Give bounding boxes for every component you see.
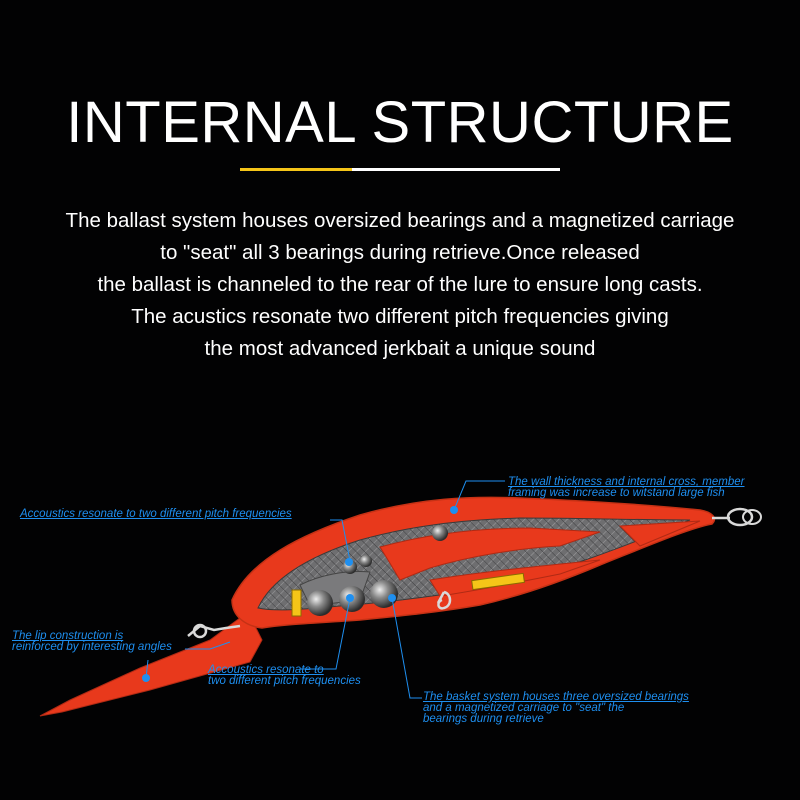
line-tie xyxy=(187,624,241,637)
description-line: The ballast system houses oversized bear… xyxy=(65,209,735,232)
title-underline xyxy=(352,168,560,171)
description: The ballast system houses oversized bear… xyxy=(0,205,800,365)
callout-dot xyxy=(388,594,396,602)
callout-leader xyxy=(391,597,422,699)
weight-slug xyxy=(471,572,526,591)
bearing xyxy=(307,590,333,616)
tail-split-ring xyxy=(742,509,762,525)
hook-hanger xyxy=(436,590,452,610)
lure-cross-section xyxy=(39,480,762,717)
callout-line: The lip construction is xyxy=(12,630,124,642)
description-line: The acustics resonate two different pitc… xyxy=(131,305,669,328)
page-title: INTERNAL STRUCTURE xyxy=(66,90,734,155)
callout-line: Accoustics resonate to two different pit… xyxy=(20,508,292,520)
line-tie xyxy=(192,623,208,639)
callout-leader xyxy=(453,480,505,511)
callout-line: and a magnetized carriage to "seat" the xyxy=(423,702,625,714)
description-line: the ballast is channeled to the rear of … xyxy=(97,273,703,296)
callout-leader xyxy=(330,519,351,562)
cross-member xyxy=(618,520,701,547)
callout-leader xyxy=(300,597,351,670)
callout-acoustics-mid: Accoustics resonate to two different pit… xyxy=(208,664,361,687)
callout-dot xyxy=(450,506,458,514)
callout-dot xyxy=(345,558,353,566)
cross-member xyxy=(379,527,601,581)
title-underline-accent xyxy=(240,168,352,171)
magnet-carriage xyxy=(291,589,302,617)
callout-basket-system: The basket system houses three oversized… xyxy=(423,691,689,725)
callout-line: framing was increase to witstand large f… xyxy=(508,487,725,499)
rattle-ball xyxy=(432,525,448,541)
callout-line: bearings during retrieve xyxy=(423,713,544,725)
callout-line: The wall thickness and internal cross, m… xyxy=(508,476,745,488)
callout-acoustics-top: Accoustics resonate to two different pit… xyxy=(20,508,292,520)
callout-lip-construction: The lip construction is reinforced by in… xyxy=(12,630,172,653)
description-line: the most advanced jerkbait a unique soun… xyxy=(204,337,596,360)
callout-line: Accoustics resonate to xyxy=(208,664,324,676)
callout-wall-thickness: The wall thickness and internal cross, m… xyxy=(508,476,745,499)
callout-dot xyxy=(142,674,150,682)
callout-leader xyxy=(185,641,231,650)
callout-line: reinforced by interesting angles xyxy=(12,641,172,653)
lure-lip xyxy=(39,611,263,717)
callout-line: The basket system houses three oversized… xyxy=(423,691,689,703)
rattle-ball xyxy=(360,555,372,567)
bearing xyxy=(370,580,398,608)
description-line: to "seat" all 3 bearings during retrieve… xyxy=(160,241,640,264)
tail-split-ring xyxy=(726,507,754,527)
callout-line: two different pitch frequencies xyxy=(208,675,361,687)
callout-dot xyxy=(346,594,354,602)
